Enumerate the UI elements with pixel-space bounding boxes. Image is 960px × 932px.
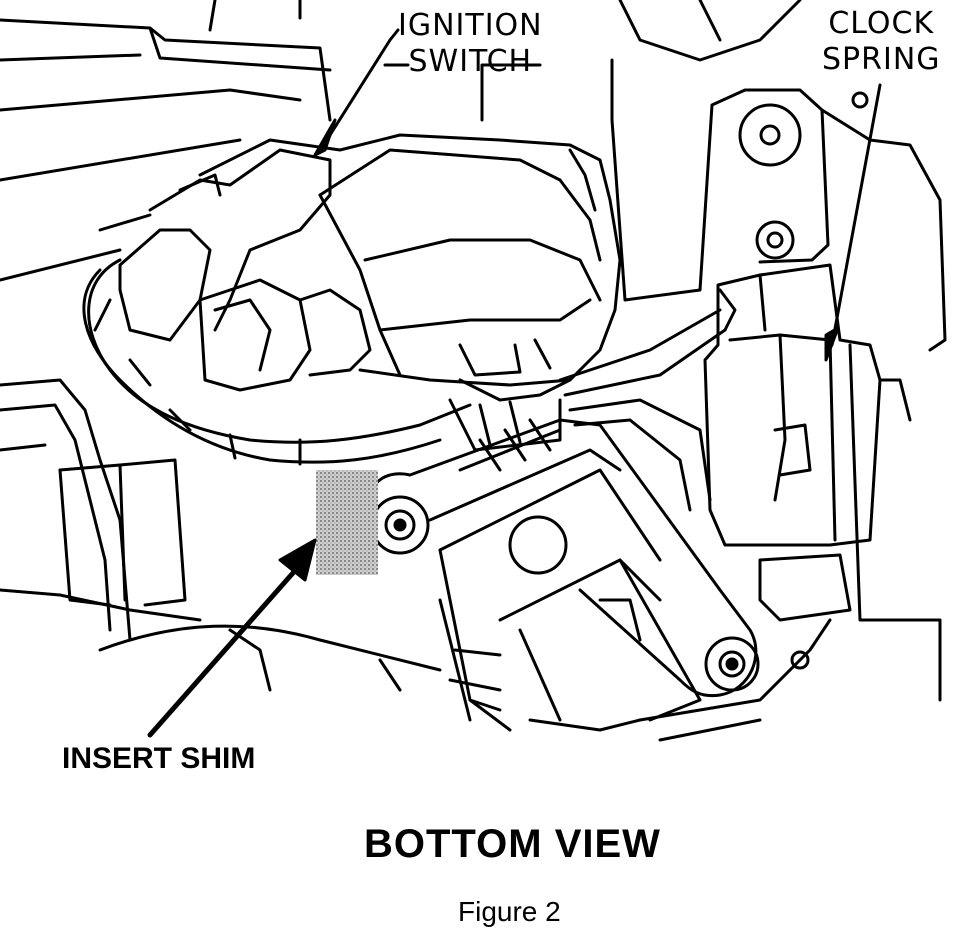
upper-dash-panel	[0, 0, 802, 282]
ignition-switch-label-line2: SWITCH	[408, 44, 533, 79]
ignition-switch-label: IGNITION SWITCH	[398, 8, 543, 80]
lower-left-frame	[0, 378, 442, 692]
leader-lines	[313, 28, 882, 362]
insert-shim-label: INSERT SHIM	[62, 742, 256, 775]
clock-spring-label: CLOCK SPRING	[822, 6, 941, 78]
clock-spring-label-line2: SPRING	[822, 42, 941, 77]
ignition-connector	[98, 148, 372, 392]
view-caption: BOTTOM VIEW	[364, 822, 661, 866]
column-lower	[528, 618, 832, 742]
ignition-switch-label-line1: IGNITION	[398, 8, 543, 43]
tilt-bracket	[368, 418, 760, 732]
ignition-switch-body	[198, 133, 622, 387]
insert-shim-arrow	[147, 538, 317, 738]
upper-right-bracket	[610, 58, 947, 352]
insert-shim	[316, 470, 378, 575]
figure-caption: Figure 2	[458, 896, 561, 927]
clock-spring-assembly	[703, 263, 942, 702]
clock-spring-label-line1: CLOCK	[828, 6, 935, 41]
wiring-harness	[82, 258, 727, 512]
